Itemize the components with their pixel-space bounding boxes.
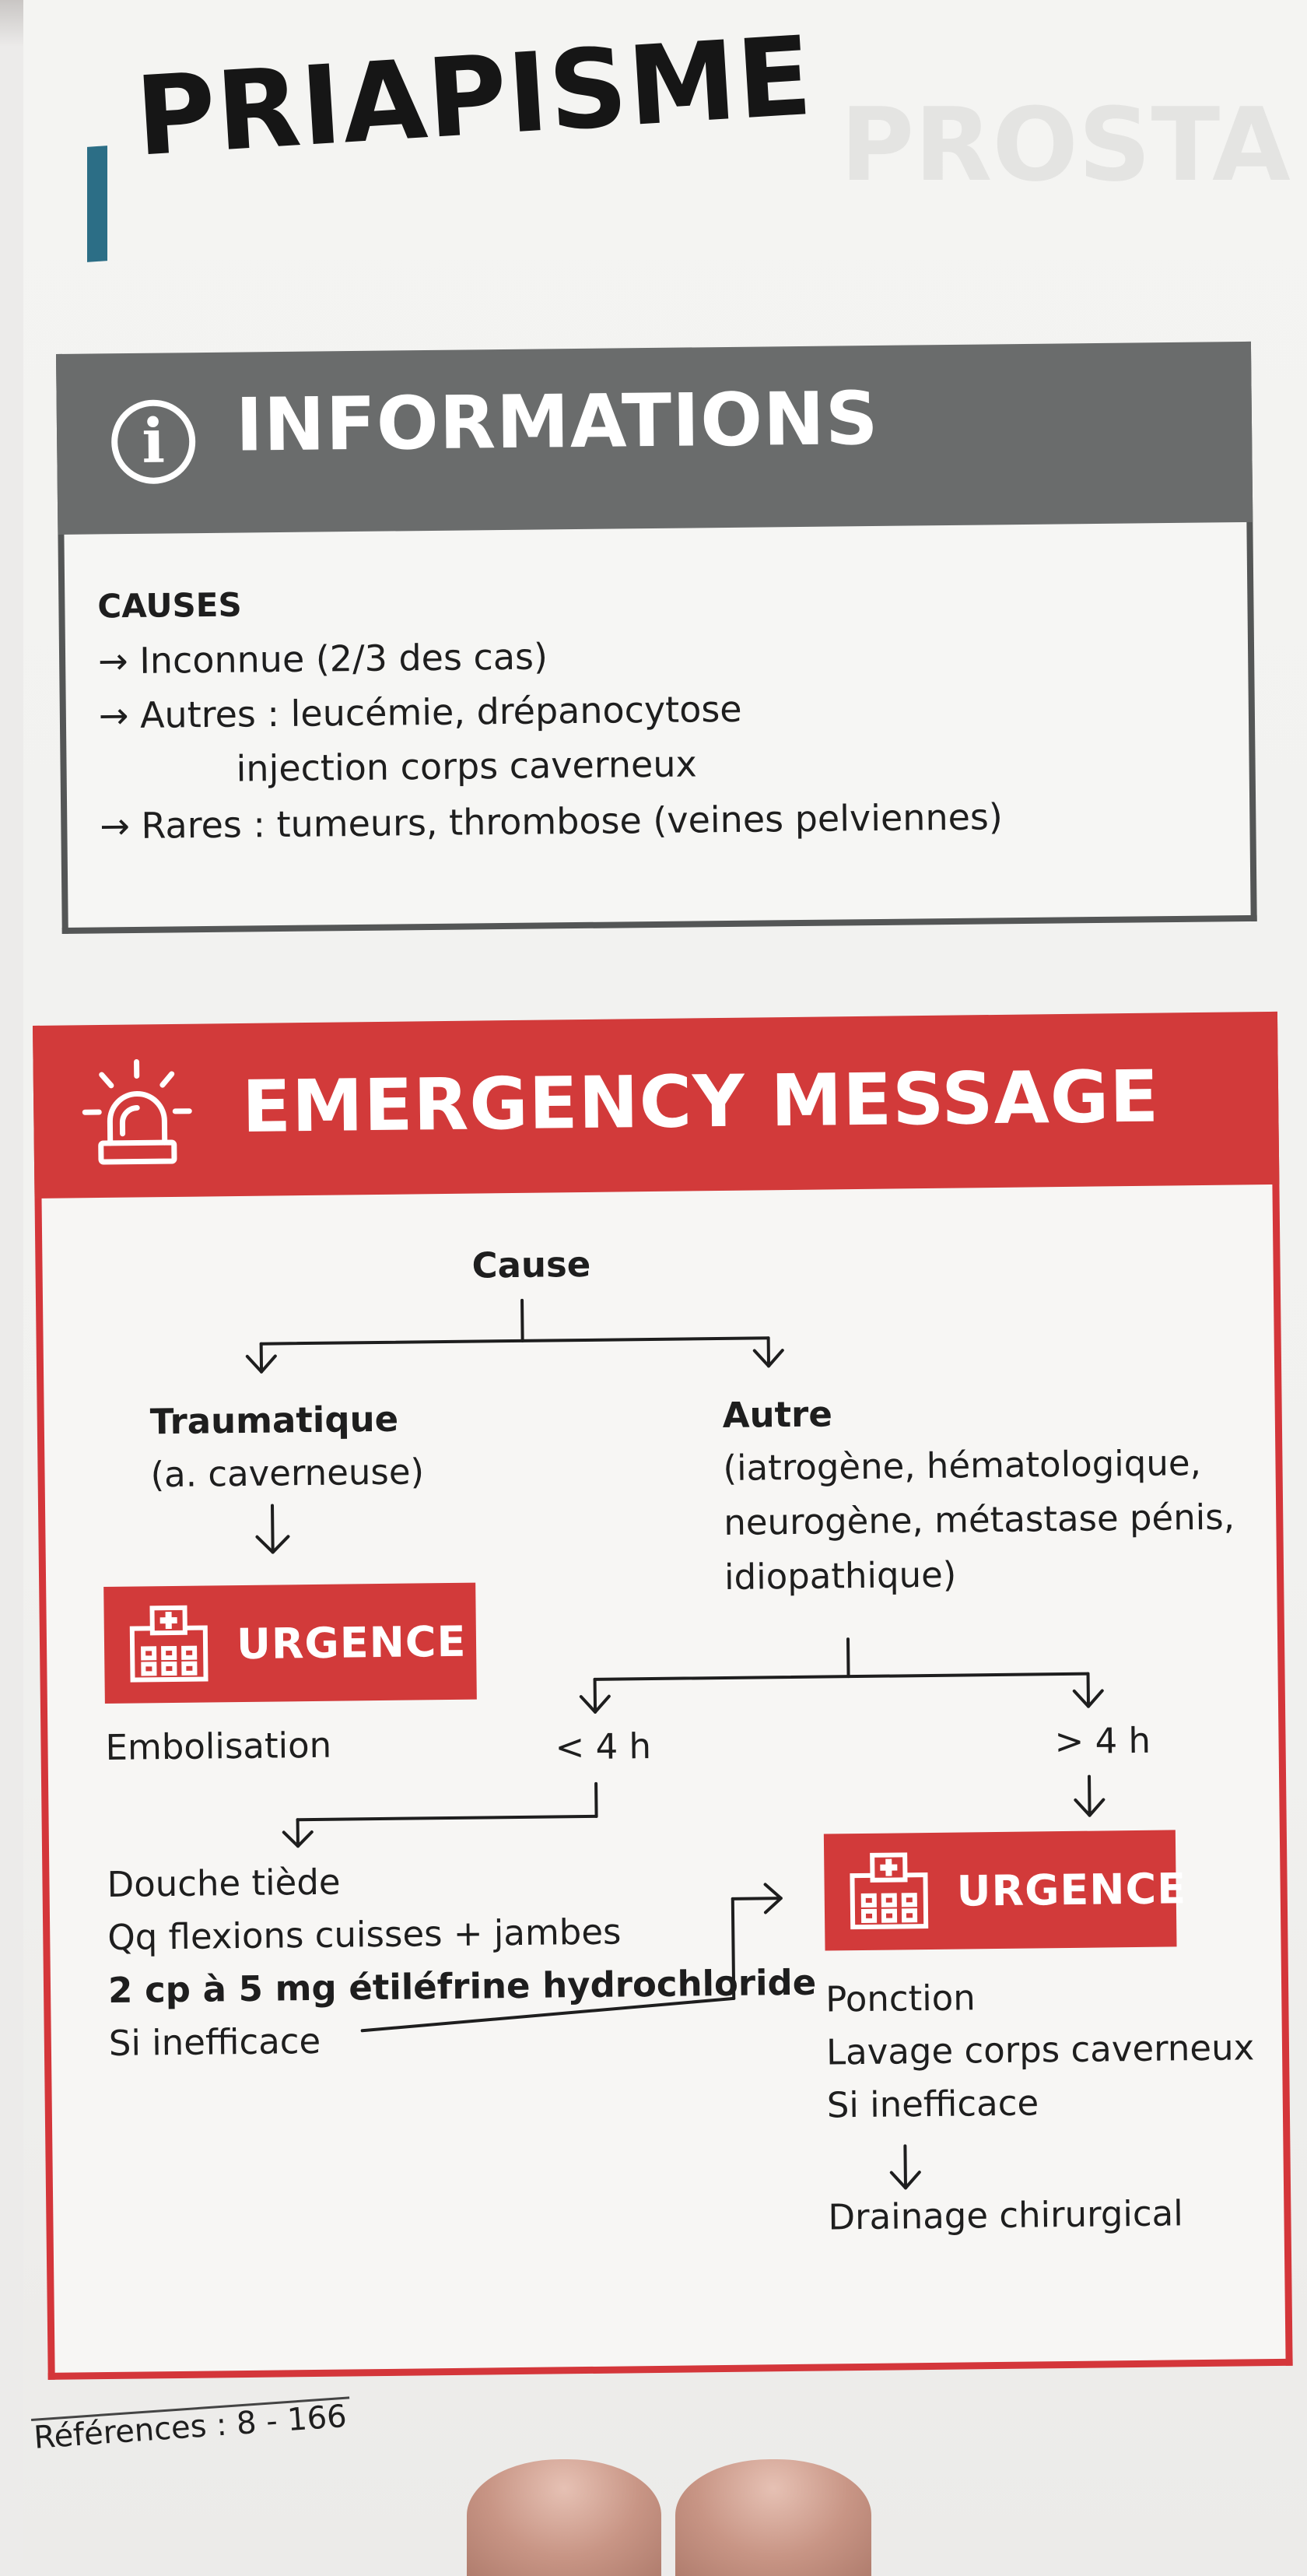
cause-line: → Autres : leucémie, drépanocytose (99, 688, 742, 737)
lt-4h-label: < 4 h (555, 1725, 651, 1767)
autre-detail: idiopathique) (724, 1554, 957, 1598)
urgence-label: URGENCE (237, 1617, 467, 1669)
urgence-badge: URGENCE (824, 1830, 1177, 1950)
info-icon: i (111, 399, 196, 484)
hospital-icon (847, 1851, 930, 1932)
right-step: Ponction (825, 1977, 976, 2020)
right-step: Si inefficace (826, 2082, 1039, 2125)
autre-detail: (iatrogène, hématologique, (723, 1442, 1201, 1489)
left-step: Qq flexions cuisses + jambes (107, 1911, 622, 1957)
informations-title: INFORMATIONS (235, 377, 879, 469)
traumatique-subtitle: (a. caverneuse) (150, 1451, 424, 1495)
gt-4h-label: > 4 h (1054, 1720, 1151, 1762)
cause-line: injection corps caverneux (236, 742, 697, 789)
autre-detail: neurogène, métastase pénis, (724, 1497, 1235, 1543)
left-step: Douche tiède (107, 1862, 341, 1905)
right-step: Drainage chirurgical (828, 2192, 1183, 2237)
urgence-badge: URGENCE (103, 1583, 477, 1704)
informations-box: i INFORMATIONS CAUSES → Inconnue (2/3 de… (56, 342, 1257, 934)
bleed-through-title: PROSTA (840, 86, 1291, 204)
left-step: 2 cp à 5 mg étiléfrine hydrochloride (108, 1962, 817, 2011)
left-step: Si inefficace (109, 2020, 321, 2064)
causes-heading: CAUSES (97, 586, 242, 626)
thumb-left (467, 2459, 661, 2576)
autre-label: Autre (722, 1393, 832, 1436)
cause-line: → Inconnue (2/3 des cas) (98, 635, 548, 682)
cause-label: Cause (471, 1244, 590, 1286)
traumatique-label: Traumatique (149, 1399, 398, 1443)
hospital-icon (127, 1604, 210, 1684)
cause-line: → Rares : tumeurs, thrombose (veines pel… (100, 795, 1003, 847)
urgence-label: URGENCE (956, 1864, 1186, 1915)
thumb-right (675, 2459, 871, 2576)
embolisation-text: Embolisation (105, 1725, 331, 1768)
emergency-box: EMERGENCY MESSAGE (33, 1012, 1293, 2380)
title-accent-bar (87, 146, 107, 262)
informations-header: i INFORMATIONS (56, 342, 1253, 535)
right-step: Lavage corps caverneux (826, 2027, 1255, 2072)
